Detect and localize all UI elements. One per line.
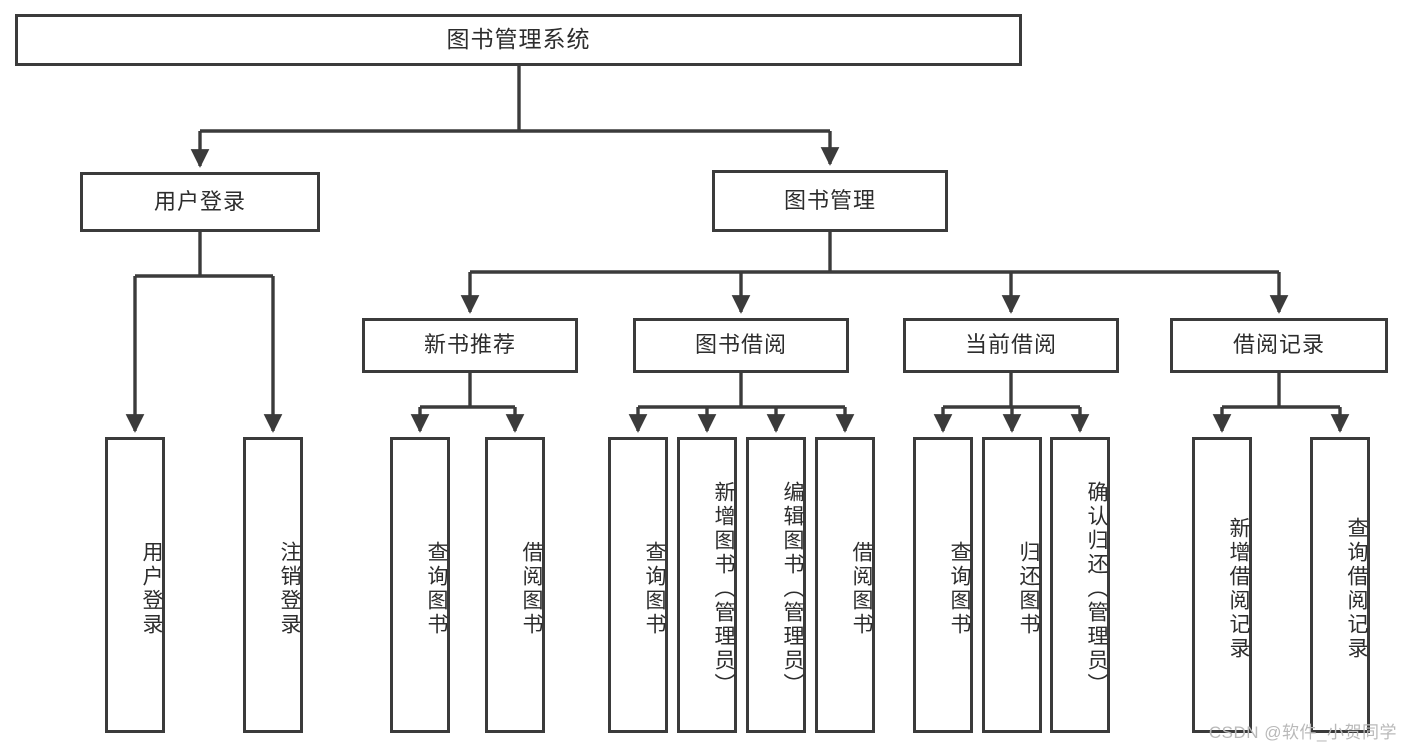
node-leaf-1[interactable]: 用户登录 — [105, 437, 165, 733]
node-level3-3-label: 当前借阅 — [964, 332, 1057, 358]
node-level3-4-label: 借阅记录 — [1232, 332, 1325, 358]
node-level3-1[interactable]: 新书推荐 — [362, 318, 578, 373]
node-leaf-1-label: 用户登录 — [140, 541, 163, 637]
node-leaf-7-label: 编辑图书（管理员） — [781, 481, 804, 697]
node-leaf-8-label: 借阅图书 — [850, 541, 873, 637]
node-leaf-9-label: 查询图书 — [948, 541, 971, 637]
node-leaf-6[interactable]: 新增图书（管理员） — [677, 437, 737, 733]
node-level3-1-label: 新书推荐 — [423, 332, 516, 358]
node-leaf-13-label: 查询借阅记录 — [1345, 517, 1368, 661]
node-level2-1-label: 用户登录 — [153, 188, 246, 214]
watermark: CSDN @软件_小贺同学 — [1208, 723, 1397, 742]
node-leaf-10[interactable]: 归还图书 — [982, 437, 1042, 733]
node-level3-3[interactable]: 当前借阅 — [903, 318, 1119, 373]
node-leaf-2[interactable]: 注销登录 — [243, 437, 303, 733]
node-level2-2[interactable]: 图书管理 — [712, 170, 948, 232]
node-leaf-8[interactable]: 借阅图书 — [815, 437, 875, 733]
node-level3-2-label: 图书借阅 — [694, 332, 787, 358]
node-level2-1[interactable]: 用户登录 — [80, 172, 320, 232]
node-leaf-11-label: 确认归还（管理员） — [1085, 481, 1108, 697]
node-leaf-5-label: 查询图书 — [643, 541, 666, 637]
node-leaf-3[interactable]: 查询图书 — [390, 437, 450, 733]
node-leaf-7[interactable]: 编辑图书（管理员） — [746, 437, 806, 733]
node-level2-2-label: 图书管理 — [783, 187, 876, 213]
node-leaf-4-label: 借阅图书 — [520, 541, 543, 637]
node-leaf-6-label: 新增图书（管理员） — [712, 481, 735, 697]
node-leaf-10-label: 归还图书 — [1017, 541, 1040, 637]
node-leaf-12-label: 新增借阅记录 — [1227, 517, 1250, 661]
node-level3-2[interactable]: 图书借阅 — [633, 318, 849, 373]
node-level3-4[interactable]: 借阅记录 — [1170, 318, 1388, 373]
node-leaf-11[interactable]: 确认归还（管理员） — [1050, 437, 1110, 733]
node-leaf-12[interactable]: 新增借阅记录 — [1192, 437, 1252, 733]
node-leaf-3-label: 查询图书 — [425, 541, 448, 637]
node-root[interactable]: 图书管理系统 — [15, 14, 1022, 66]
node-root-label: 图书管理系统 — [446, 26, 591, 53]
node-leaf-5[interactable]: 查询图书 — [608, 437, 668, 733]
node-leaf-13[interactable]: 查询借阅记录 — [1310, 437, 1370, 733]
node-leaf-2-label: 注销登录 — [278, 541, 301, 637]
node-leaf-9[interactable]: 查询图书 — [913, 437, 973, 733]
node-leaf-4[interactable]: 借阅图书 — [485, 437, 545, 733]
